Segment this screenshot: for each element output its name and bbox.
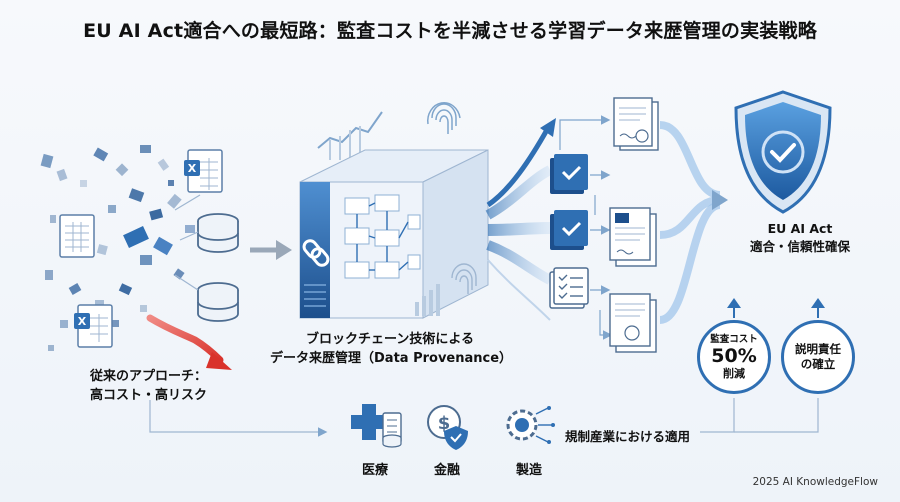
audit-cost-badge: 監査コスト 50% 削減	[697, 320, 771, 394]
manufacturing-gear-icon	[506, 406, 555, 444]
blockchain-line-1: ブロックチェーン技術による	[306, 332, 474, 347]
blockchain-server	[299, 111, 489, 319]
fingerprint-icon-2	[451, 263, 477, 294]
industry-medical-label: 医療	[361, 463, 388, 478]
bottom-flow-lines	[149, 398, 819, 437]
audit-cost-top: 監査コスト	[710, 334, 758, 345]
accountability-line-1: 説明責任	[795, 342, 841, 356]
blockchain-provenance-label: ブロックチェーン技術による データ来歴管理（Data Provenance）	[270, 330, 513, 368]
provenance-flow-lines	[485, 118, 556, 321]
industry-finance-label: 金融	[433, 463, 460, 478]
declining-red-arrow	[146, 314, 232, 370]
chain-link-icon	[302, 239, 330, 267]
arrows-up-to-badges	[727, 298, 825, 318]
certified-document-3	[609, 293, 657, 353]
spreadsheet-document-icon	[59, 214, 95, 258]
accountability-line-2: の確立	[800, 357, 836, 371]
medical-icon	[351, 404, 402, 448]
flow-to-shield	[658, 121, 728, 324]
excel-file-icon-2: X	[74, 304, 113, 348]
fingerprint-icon	[427, 102, 461, 134]
blockchain-line-2: データ来歴管理（Data Provenance）	[270, 351, 513, 366]
scattered-data-fragments	[40, 145, 195, 351]
verified-checklist-document-2	[550, 210, 588, 250]
eu-ai-act-label: EU AI Act 適合・信頼性確保	[735, 220, 865, 256]
svg-text:X: X	[78, 315, 87, 328]
bar-chart-icon	[415, 284, 440, 316]
compliance-line-1: EU AI Act	[767, 221, 833, 236]
audit-cost-bottom: 削減	[723, 367, 745, 380]
finance-icon: $	[427, 405, 468, 450]
footer-credit: 2025 AI KnowledgeFlow	[752, 476, 878, 488]
arrow-to-blockchain	[250, 240, 292, 260]
database-icon	[197, 213, 239, 253]
legacy-line-2: 高コスト・高リスク	[90, 388, 208, 403]
checklist-document-3	[549, 267, 589, 309]
accountability-badge: 説明責任 の確立	[781, 320, 855, 394]
document-connectors	[559, 115, 613, 340]
industry-manufacturing-label: 製造	[515, 463, 542, 478]
verified-checklist-document-1	[550, 154, 588, 194]
compliance-shield-icon	[734, 90, 832, 214]
svg-text:X: X	[188, 162, 197, 175]
database-icon-2	[197, 282, 239, 322]
page-title: EU AI Act適合への最短路：監査コストを半減させる学習データ来歴管理の実装…	[83, 20, 817, 42]
certified-document-1	[613, 97, 659, 151]
regulated-industries-label: 規制産業における適用	[565, 429, 691, 444]
left-connector-lines	[174, 194, 201, 291]
legacy-approach-label: 従来のアプローチ： 高コスト・高リスク	[90, 367, 207, 405]
svg-text:$: $	[438, 413, 451, 434]
legacy-line-1: 従来のアプローチ：	[90, 369, 208, 384]
compliance-line-2: 適合・信頼性確保	[749, 239, 850, 254]
excel-file-icon: X	[184, 149, 223, 193]
audit-cost-value: 50%	[711, 345, 757, 367]
certified-document-2	[609, 207, 657, 267]
